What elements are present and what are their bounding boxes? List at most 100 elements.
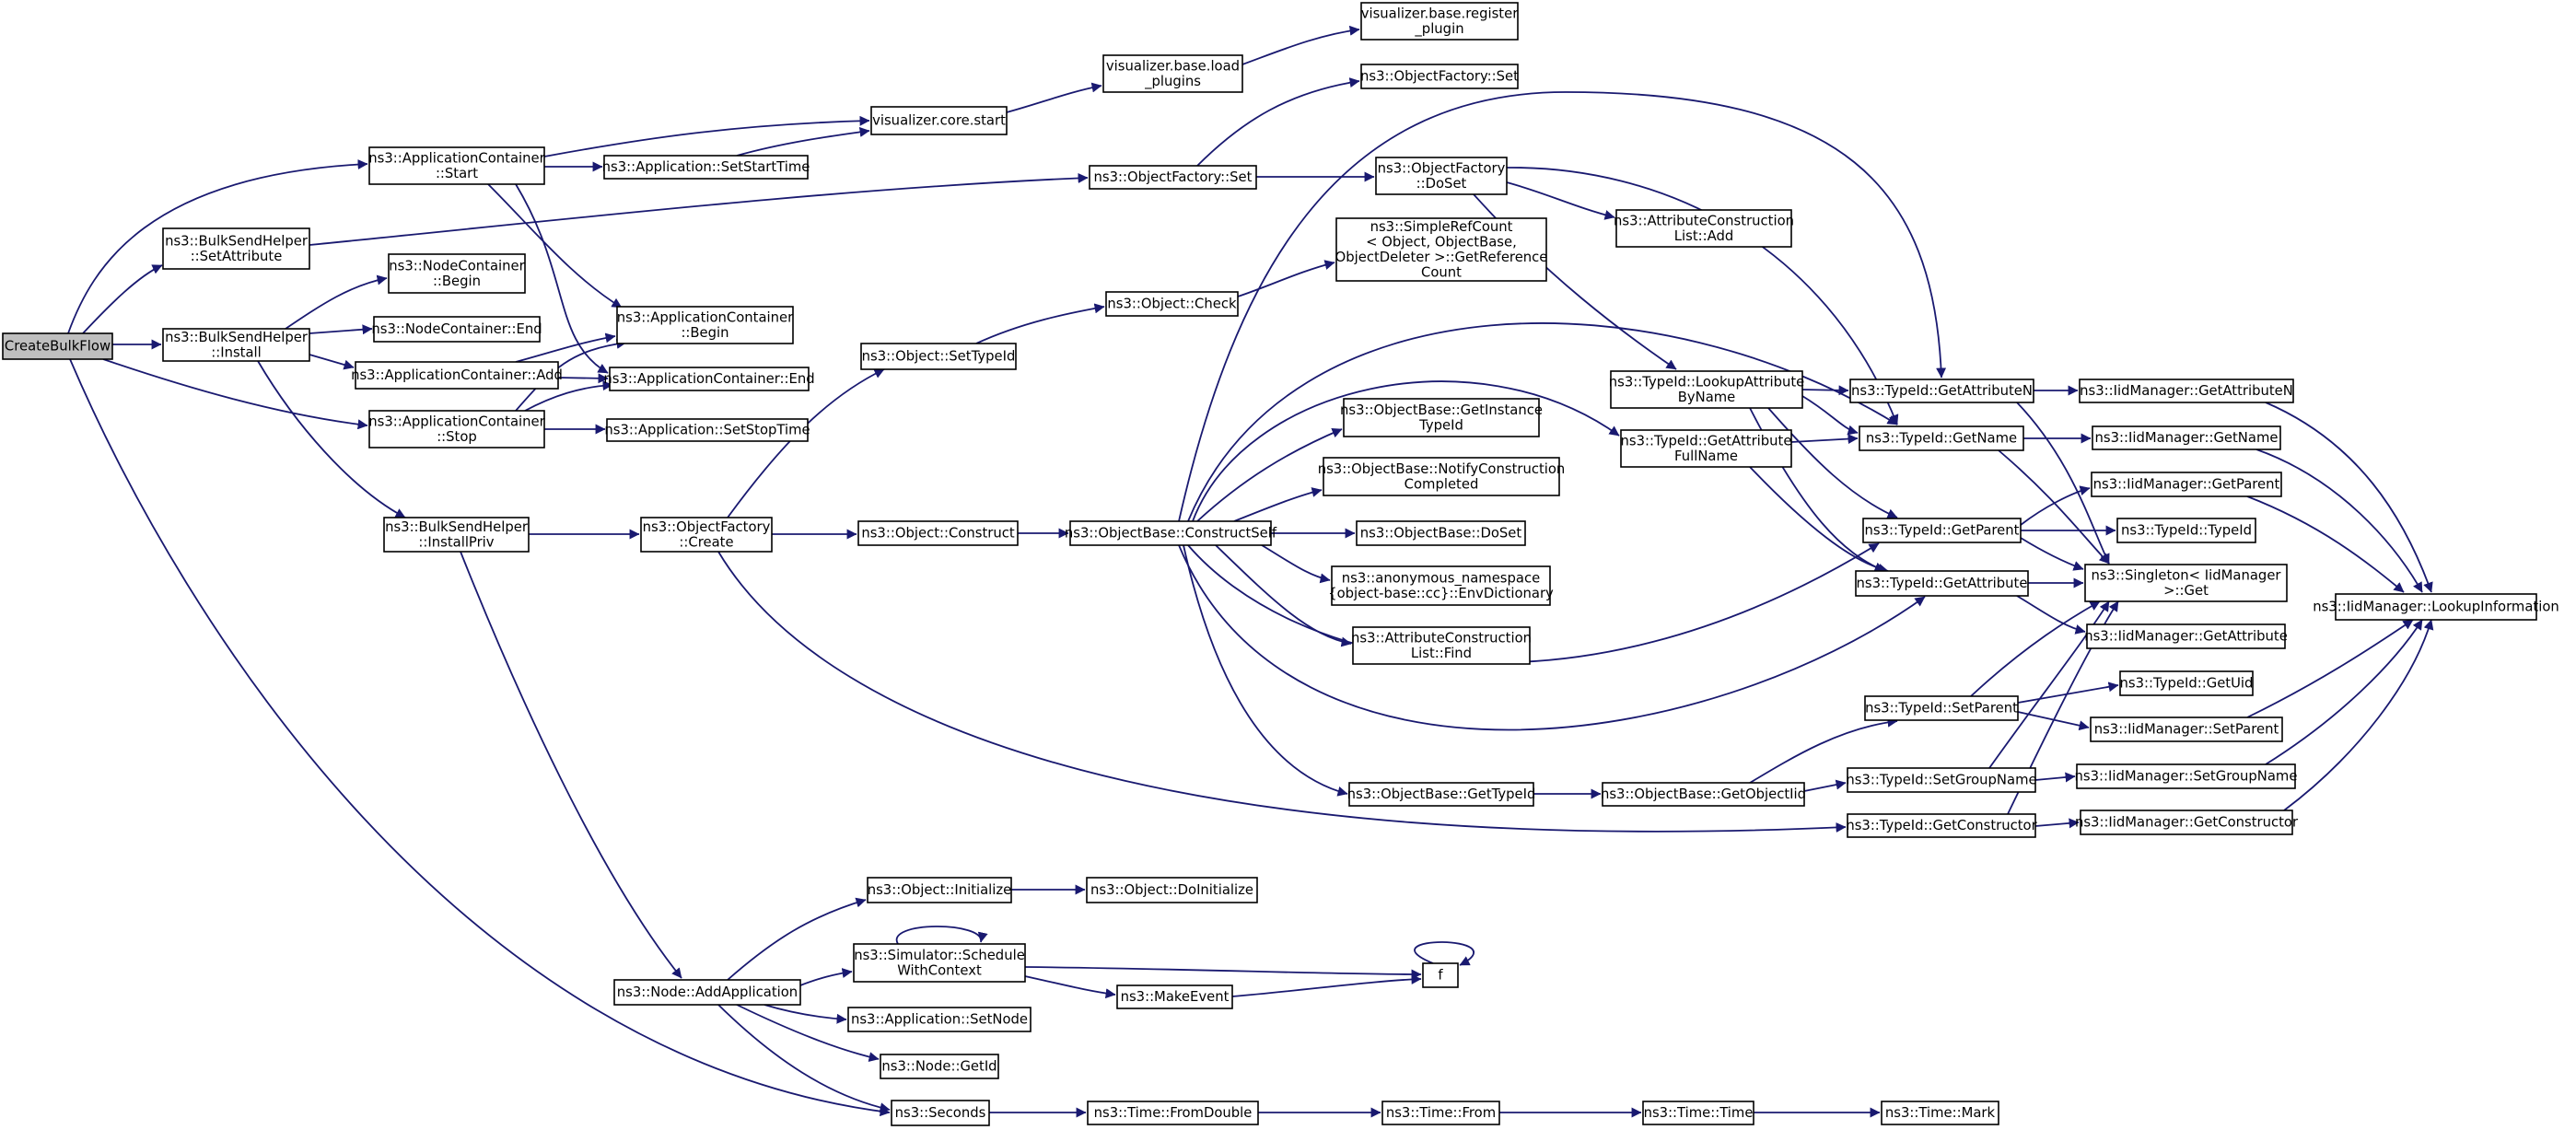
node-box[interactable] <box>603 155 809 180</box>
node-iid-get-attr-n[interactable]: ns3::IidManager::GetAttributeN <box>2079 379 2294 403</box>
node-of-create[interactable]: ns3::ObjectFactory::Create <box>640 517 773 553</box>
node-box[interactable] <box>2091 472 2282 497</box>
node-box[interactable] <box>891 1100 990 1126</box>
node-iid-get-parent[interactable]: ns3::IidManager::GetParent <box>2091 472 2282 497</box>
node-box[interactable] <box>870 106 1008 135</box>
node-box[interactable] <box>1331 565 1551 606</box>
node-anon-env-dict[interactable]: ns3::anonymous_namespace{object-base::cc… <box>1328 565 1554 606</box>
node-box[interactable] <box>373 316 541 343</box>
node-tid-set-group-name[interactable]: ns3::TypeId::SetGroupName <box>1846 767 2037 793</box>
node-box[interactable] <box>2084 564 2288 602</box>
node-time-time[interactable]: ns3::Time::Time <box>1642 1101 1754 1125</box>
node-app-set-start-time[interactable]: ns3::Application::SetStartTime <box>602 155 810 180</box>
node-ob-get-obj-iid[interactable]: ns3::ObjectBase::GetObjectIid <box>1601 782 1806 807</box>
node-ob-get-type-id[interactable]: ns3::ObjectBase::GetTypeId <box>1347 782 1536 807</box>
node-box[interactable] <box>1849 379 2034 403</box>
node-viz-load-plugins[interactable]: visualizer.base.load_plugins <box>1102 54 1243 93</box>
node-iid-set-group-name[interactable]: ns3::IidManager::SetGroupName <box>2075 763 2298 789</box>
node-box[interactable] <box>1323 457 1560 496</box>
node-box[interactable] <box>606 418 809 442</box>
node-app-cont-stop[interactable]: ns3::ApplicationContainer::Stop <box>368 410 546 449</box>
node-box[interactable] <box>2090 716 2283 742</box>
node-obj-initialize[interactable]: ns3::Object::Initialize <box>867 877 1012 903</box>
node-box[interactable] <box>1642 1101 1754 1125</box>
node-box[interactable] <box>2116 518 2256 543</box>
node-box[interactable] <box>162 227 310 270</box>
node-box[interactable] <box>2086 623 2286 649</box>
node-box[interactable] <box>2076 763 2296 789</box>
node-box[interactable] <box>609 367 810 391</box>
node-box[interactable] <box>162 328 310 362</box>
node-app-cont-add[interactable]: ns3::ApplicationContainer::Add <box>351 361 563 390</box>
node-box[interactable] <box>1343 398 1540 437</box>
node-box[interactable] <box>388 253 526 294</box>
node-bsh-install-priv[interactable]: ns3::BulkSendHelper::InstallPriv <box>383 517 530 553</box>
node-f[interactable]: f <box>1422 962 1459 988</box>
node-box[interactable] <box>1360 64 1519 89</box>
node-box[interactable] <box>383 517 530 553</box>
node-box[interactable] <box>1864 695 2019 721</box>
node-obj-construct[interactable]: ns3::Object::Construct <box>857 520 1019 546</box>
node-iid-get-attribute[interactable]: ns3::IidManager::GetAttribute <box>2084 623 2288 649</box>
node-ob-do-set[interactable]: ns3::ObjectBase::DoSet <box>1356 520 1526 546</box>
node-box[interactable] <box>847 1007 1032 1032</box>
node-bsh-set-attr[interactable]: ns3::BulkSendHelper::SetAttribute <box>162 227 310 270</box>
node-box[interactable] <box>857 520 1019 546</box>
node-obj-set-type-id[interactable]: ns3::Object::SetTypeId <box>860 343 1017 370</box>
node-box[interactable] <box>2 332 113 360</box>
node-box[interactable] <box>853 943 1026 983</box>
node-box[interactable] <box>616 306 794 344</box>
node-box[interactable] <box>1360 2 1519 41</box>
node-create-bulk-flow[interactable]: CreateBulkFlow <box>2 332 113 360</box>
node-node-cont-end[interactable]: ns3::NodeContainer::End <box>371 316 542 343</box>
node-time-from-double[interactable]: ns3::Time::FromDouble <box>1087 1101 1259 1125</box>
node-time-mark[interactable]: ns3::Time::Mark <box>1881 1101 1999 1125</box>
node-singleton-get[interactable]: ns3::Singleton< IidManager>::Get <box>2084 564 2288 602</box>
node-iid-get-name[interactable]: ns3::IidManager::GetName <box>2092 425 2281 450</box>
node-box[interactable] <box>640 517 773 553</box>
node-box[interactable] <box>1881 1101 1999 1125</box>
node-box[interactable] <box>2092 425 2281 450</box>
node-bsh-install[interactable]: ns3::BulkSendHelper::Install <box>162 328 310 362</box>
node-box[interactable] <box>1862 518 2022 543</box>
node-box[interactable] <box>1610 370 1803 409</box>
node-time-from[interactable]: ns3::Time::From <box>1381 1101 1500 1125</box>
node-box[interactable] <box>1381 1101 1500 1125</box>
node-of-set[interactable]: ns3::ObjectFactory::Set <box>1089 165 1257 190</box>
node-tid-get-attribute[interactable]: ns3::TypeId::GetAttribute <box>1855 570 2029 597</box>
node-seconds[interactable]: ns3::Seconds <box>891 1100 990 1126</box>
node-tid-get-constructor[interactable]: ns3::TypeId::GetConstructor <box>1846 813 2038 838</box>
node-node-get-id[interactable]: ns3::Node::GetId <box>880 1054 999 1079</box>
node-box[interactable] <box>1069 520 1272 546</box>
node-tid-get-name[interactable]: ns3::TypeId::GetName <box>1859 425 2024 451</box>
node-box[interactable] <box>368 146 545 185</box>
node-box[interactable] <box>1855 570 2029 597</box>
node-box[interactable] <box>2119 670 2254 696</box>
node-tid-type-id[interactable]: ns3::TypeId::TypeId <box>2116 518 2256 543</box>
node-tid-get-parent[interactable]: ns3::TypeId::GetParent <box>1862 518 2022 543</box>
node-box[interactable] <box>1356 520 1526 546</box>
node-ob-notify-cc[interactable]: ns3::ObjectBase::NotifyConstructionCompl… <box>1318 457 1566 496</box>
node-box[interactable] <box>1352 626 1531 665</box>
node-obj-do-initialize[interactable]: ns3::Object::DoInitialize <box>1086 877 1258 903</box>
node-tid-get-attr-n[interactable]: ns3::TypeId::GetAttributeN <box>1849 379 2034 403</box>
node-box[interactable] <box>1105 291 1239 317</box>
node-box[interactable] <box>1335 217 1547 282</box>
node-tid-get-uid[interactable]: ns3::TypeId::GetUid <box>2119 670 2254 696</box>
node-box[interactable] <box>860 343 1017 370</box>
node-box[interactable] <box>1620 429 1792 468</box>
node-box[interactable] <box>1859 425 2024 451</box>
node-node-add-app[interactable]: ns3::Node::AddApplication <box>613 979 801 1006</box>
node-box[interactable] <box>1102 54 1243 93</box>
node-iid-set-parent[interactable]: ns3::IidManager::SetParent <box>2090 716 2283 742</box>
node-viz-core-start[interactable]: visualizer.core.start <box>870 106 1008 135</box>
node-box[interactable] <box>1602 782 1805 807</box>
node-box[interactable] <box>1087 1101 1259 1125</box>
node-make-event[interactable]: ns3::MakeEvent <box>1116 984 1233 1009</box>
node-ob-construct-self[interactable]: ns3::ObjectBase::ConstructSelf <box>1065 520 1277 546</box>
node-box[interactable] <box>1348 782 1534 807</box>
node-of-do-set[interactable]: ns3::ObjectFactory::DoSet <box>1375 157 1508 195</box>
node-box[interactable] <box>613 979 801 1006</box>
